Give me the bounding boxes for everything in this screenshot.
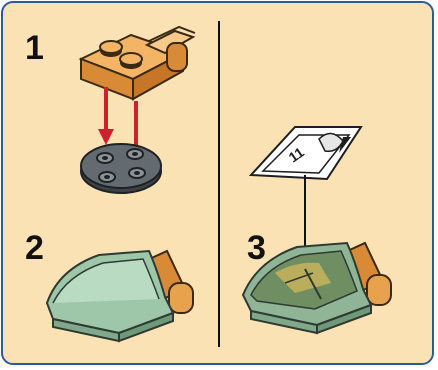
step-divider — [218, 21, 220, 347]
step-3-illustration: 11 — [235, 123, 435, 348]
step-2-illustration — [39, 233, 209, 343]
step-1-number: 1 — [25, 31, 44, 65]
instruction-panel: 1 2 3 — [1, 1, 434, 365]
sticker-card — [251, 127, 361, 179]
down-arrow-icon — [98, 87, 114, 145]
step-1-illustration — [63, 17, 213, 207]
